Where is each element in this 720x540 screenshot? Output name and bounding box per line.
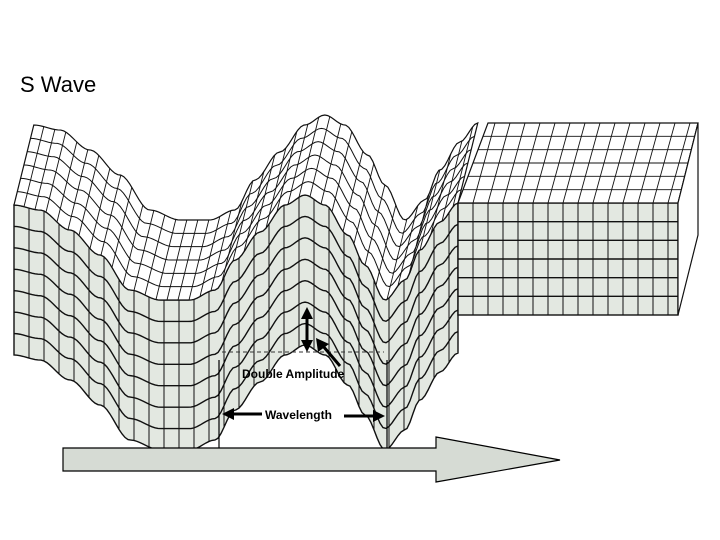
wavelength-label: Wavelength — [265, 408, 332, 422]
wave-block — [14, 115, 698, 450]
double-amplitude-label: Double Amplitude — [242, 367, 345, 381]
propagation-direction-arrow — [63, 437, 560, 482]
